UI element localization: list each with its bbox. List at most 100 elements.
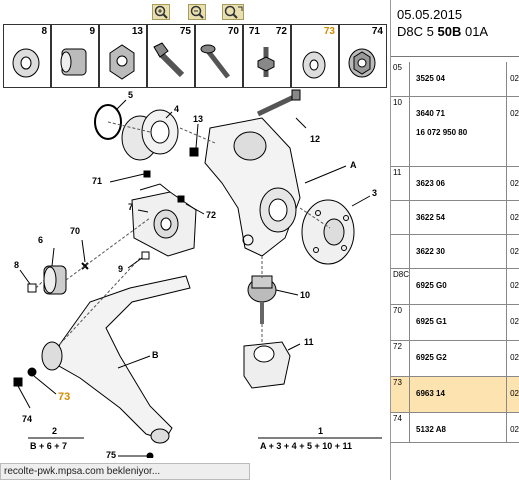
catalog-date: 05.05.2015 (397, 7, 463, 22)
parts-row-reference[interactable]: 6925 G1 (409, 304, 508, 341)
marker-9 (141, 251, 150, 260)
washer-8-part[interactable] (27, 283, 37, 293)
flange-nut-icon (348, 48, 376, 78)
bearing-part[interactable] (121, 109, 179, 161)
parts-row-reference[interactable]: 6925 G0 (409, 268, 508, 305)
label-75[interactable]: 75 (106, 450, 116, 458)
part-reference[interactable]: 3623 06 (416, 178, 445, 188)
zoom-in-button[interactable] (152, 4, 170, 20)
label-5[interactable]: 5 (128, 90, 133, 100)
label-2[interactable]: 2 (52, 426, 57, 436)
label-70[interactable]: 70 (70, 226, 80, 236)
parts-row-reference[interactable]: 3622 30 (409, 234, 508, 269)
strip-num: 9 (89, 26, 95, 37)
part-reference[interactable]: 3525 04 (416, 74, 445, 83)
parts-row-quantity: 02 (506, 412, 519, 443)
parts-row-reference[interactable]: 3622 54 (409, 200, 508, 235)
bushing-6-part[interactable] (43, 265, 67, 295)
panel-divider (390, 0, 391, 480)
label-13[interactable]: 13 (193, 114, 203, 124)
zoom-fit-icon (224, 5, 243, 19)
part-reference[interactable]: 16 072 950 80 (416, 127, 468, 137)
wishbone-arm-part[interactable] (41, 275, 191, 444)
bolt-icon (153, 42, 185, 78)
parts-row-quantity: 02 (506, 234, 519, 269)
part-reference[interactable]: 5132 A8 (416, 424, 446, 434)
label-6[interactable]: 6 (38, 235, 43, 245)
label-73[interactable]: 73 (58, 391, 70, 403)
part-reference[interactable]: 3622 30 (416, 246, 445, 256)
strip-cell-13[interactable]: 13 (99, 24, 147, 88)
parts-row[interactable]: 74 5132 A8 02 (391, 412, 519, 443)
label-10[interactable]: 10 (300, 290, 310, 300)
flat-washer-icon (302, 51, 326, 79)
label-1[interactable]: 1 (318, 426, 323, 436)
label-72[interactable]: 72 (206, 210, 216, 220)
parts-row-reference[interactable]: 6963 14 (409, 376, 508, 413)
label-3[interactable]: 3 (372, 188, 377, 198)
zoom-out-button[interactable] (188, 4, 206, 20)
bolt-12-part[interactable] (256, 89, 301, 117)
boot-part[interactable] (243, 341, 291, 389)
strip-cell-9[interactable]: 9 (51, 24, 99, 88)
parts-row-index: 74 (391, 412, 411, 443)
bracket-part[interactable] (131, 183, 197, 257)
label-b[interactable]: B (152, 350, 159, 360)
label-9[interactable]: 9 (118, 264, 123, 274)
parts-row-reference[interactable]: 3525 04 (409, 62, 508, 97)
parts-row[interactable]: 05 3525 04 02 (391, 62, 519, 97)
nut-13-part[interactable] (189, 147, 199, 157)
strip-cell-70[interactable]: 70 (195, 24, 243, 88)
parts-row-index (391, 200, 411, 235)
zoom-out-icon (190, 5, 204, 19)
label-11[interactable]: 11 (304, 337, 314, 347)
parts-row-reference[interactable]: 5132 A8 (409, 412, 508, 443)
bushing-icon (60, 48, 87, 76)
strip-cell-8[interactable]: 8 (3, 24, 51, 88)
label-8[interactable]: 8 (14, 260, 19, 270)
parts-row-reference[interactable]: 3640 71 16 072 950 80 (409, 96, 508, 167)
part-reference[interactable]: 6963 14 (416, 388, 445, 398)
parts-row-index (391, 234, 411, 269)
label-a[interactable]: A (350, 160, 357, 170)
washer-icon (12, 48, 40, 78)
label-74[interactable]: 74 (22, 414, 32, 424)
strip-cell-75[interactable]: 75 (147, 24, 195, 88)
parts-row-index: 05 (391, 62, 411, 97)
strip-num: 70 (227, 26, 239, 37)
parts-row-reference[interactable]: 3623 06 (409, 166, 508, 201)
parts-row-reference[interactable]: 6925 G2 (409, 340, 508, 377)
label-7[interactable]: 7 (128, 202, 133, 212)
model-code-suffix: 01A (464, 24, 489, 39)
strip-cell-74[interactable]: 74 (339, 24, 387, 88)
part-reference[interactable]: 6925 G0 (416, 280, 447, 290)
strip-cell-72[interactable]: 71 72 (243, 24, 291, 88)
parts-row-quantity: 02 (506, 62, 519, 97)
part-reference[interactable]: 3640 71 (416, 108, 445, 118)
wheel-hub-part[interactable] (301, 199, 355, 265)
label-4[interactable]: 4 (174, 104, 179, 114)
strip-cell-73[interactable]: 73 (291, 24, 339, 88)
part-reference[interactable]: 6925 G1 (416, 316, 447, 326)
label-12[interactable]: 12 (310, 134, 320, 144)
circlip-part[interactable] (94, 104, 122, 140)
model-code: D8C 5 50B 01A (397, 24, 488, 39)
strip-num: 13 (131, 26, 143, 37)
part-reference[interactable]: 3622 54 (416, 212, 445, 222)
header-divider (391, 56, 519, 57)
zoom-fit-button[interactable] (222, 4, 244, 20)
part-reference[interactable]: 6925 G2 (416, 352, 447, 362)
parts-row[interactable]: 3622 30 02 (391, 234, 519, 269)
label-71[interactable]: 71 (92, 176, 102, 186)
hub-carrier-part[interactable] (204, 117, 301, 257)
exploded-diagram[interactable]: 5 4 13 12 A 71 3 7 72 6 70 8 9 10 11 B 7… (0, 88, 390, 458)
ball-joint-part[interactable] (247, 275, 277, 324)
